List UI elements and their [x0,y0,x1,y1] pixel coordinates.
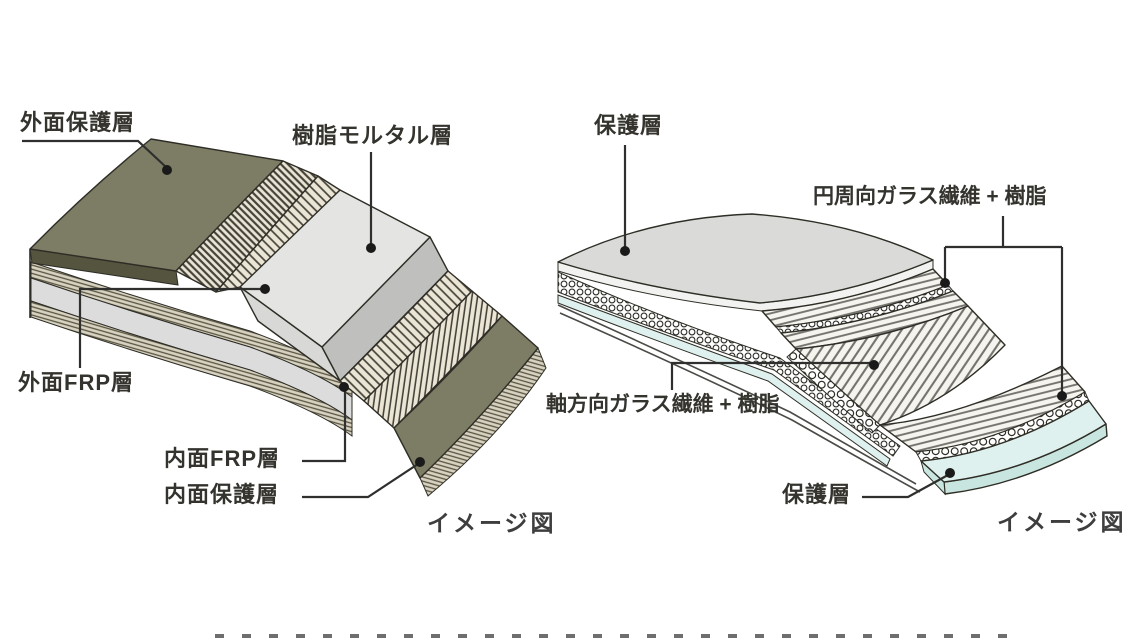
right-image-caption: イメージ図 [997,509,1127,535]
label-outer-frp-layer: 外面FRP層 [18,370,135,395]
label-inner-protective-layer: 内面保護層 [164,482,280,507]
axial-fiber-band [786,305,1006,434]
label-resin-mortar-layer: 樹脂モルタル層 [292,123,454,148]
inner-protective-layer-surface [393,315,547,497]
label-outer-protective-layer: 外面保護層 [20,110,136,135]
cropped-content-row [215,634,1007,638]
label-inner-frp-layer: 内面FRP層 [164,446,281,471]
left-cross-section-face [29,249,353,437]
bottom-protective-plate [920,400,1108,496]
label-axial-glass-fiber: 軸方向ガラス繊維 + 樹脂 [546,393,780,416]
left-pipe-cutaway [22,138,547,499]
label-protective-layer-top: 保護層 [594,113,664,138]
label-protective-layer-bottom: 保護層 [782,482,852,507]
label-hoop-glass-fiber: 円周向ガラス繊維 + 樹脂 [813,185,1047,208]
right-pipe-cutaway [557,145,1108,499]
left-image-caption: イメージ図 [427,510,557,536]
right-cross-section-face [557,271,921,493]
left-leader-lines [22,139,425,499]
inner-frp-layer-surface [339,270,503,429]
right-leader-lines [620,145,1067,499]
hoop-fiber-band-upper [761,268,969,350]
